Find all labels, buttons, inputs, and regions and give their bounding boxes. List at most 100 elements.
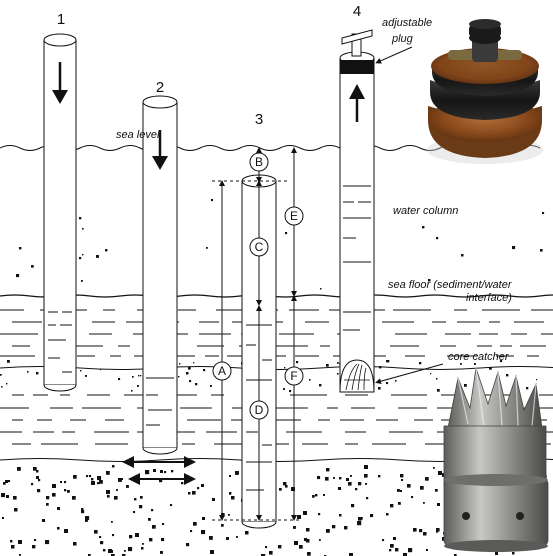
sediment-dot: [97, 476, 102, 481]
sediment-dot: [346, 478, 349, 481]
sediment-dot: [283, 482, 287, 486]
sediment-dot: [197, 487, 200, 490]
sea-floor-label-line2: interface): [466, 292, 512, 304]
sediment-dot: [96, 255, 99, 258]
sediment-dot: [293, 526, 296, 529]
sediment-dot: [202, 517, 205, 520]
sediment-dot: [122, 554, 126, 556]
sediment-dot: [236, 536, 238, 538]
sediment-dot: [38, 479, 41, 482]
sediment-dot: [188, 367, 191, 370]
sediment-dot: [312, 495, 315, 498]
sediment-dot: [333, 477, 335, 479]
sediment-dot: [221, 524, 224, 527]
sediment-dot: [32, 545, 34, 547]
sediment-dot: [27, 371, 29, 373]
plug-handle-icon: [341, 29, 373, 45]
sediment-dot: [386, 382, 389, 385]
stage-number-2: 2: [156, 79, 164, 96]
sediment-dot: [126, 485, 129, 488]
sediment-dot: [45, 540, 50, 545]
sediment-dot: [193, 522, 197, 526]
sediment-dot: [386, 360, 389, 363]
sediment-dot: [408, 548, 413, 553]
sediment-dot: [153, 469, 156, 472]
sediment-dot: [100, 541, 104, 545]
sediment-dot: [60, 481, 62, 483]
sediment-dot: [489, 367, 492, 370]
core-catcher-icon: [339, 359, 375, 393]
sediment-dot: [211, 199, 214, 202]
sediment-dot: [179, 363, 181, 365]
sediment-dot: [114, 496, 118, 500]
sediment-dot: [284, 367, 286, 369]
sediment-dot: [112, 465, 115, 468]
sediment-dot: [99, 480, 103, 484]
sediment-dot: [85, 516, 90, 521]
sediment-dot: [140, 496, 143, 499]
svg-text:E: E: [290, 209, 298, 223]
sediment-dot: [339, 514, 342, 517]
sediment-dot: [350, 475, 352, 477]
sediment-dot: [326, 468, 330, 472]
sediment-dot: [366, 497, 369, 500]
sediment-dot: [137, 385, 139, 387]
sediment-dot: [413, 528, 417, 532]
sediment-dot: [111, 521, 113, 523]
sediment-dot: [210, 385, 212, 387]
sediment-dot: [436, 237, 439, 240]
sediment-dot: [344, 526, 348, 530]
sediment-dot: [151, 509, 154, 512]
sediment-dot: [332, 525, 336, 529]
sediment-dot: [31, 483, 34, 486]
sediment-dot: [426, 549, 428, 551]
circled-label-c: C: [249, 237, 269, 257]
core-tube-3: [212, 174, 300, 529]
sediment-dot: [296, 361, 299, 364]
sediment-dot: [31, 265, 34, 268]
circled-label-d: D: [249, 400, 269, 420]
sediment-dot: [231, 496, 235, 500]
sediment-dot: [389, 549, 392, 552]
sediment-dot: [495, 552, 498, 555]
sediment-dot: [192, 491, 196, 495]
sediment-dot: [52, 493, 56, 497]
sediment-dot: [91, 481, 95, 485]
sediment-dot: [203, 369, 206, 372]
sediment-dot: [201, 484, 204, 487]
sediment-dot: [355, 488, 358, 491]
sediment-dot: [390, 504, 394, 508]
sediment-dot: [186, 372, 189, 375]
sediment-dot: [106, 471, 110, 475]
sediment-dot: [269, 551, 273, 555]
sediment-dot: [306, 539, 310, 543]
core-catcher-label: core catcher: [448, 351, 510, 363]
sediment-dot: [306, 528, 310, 532]
sediment-dot: [116, 489, 118, 491]
sediment-dot: [226, 537, 229, 540]
sediment-dot: [118, 378, 121, 381]
sediment-dot: [500, 360, 503, 363]
sediment-dot: [212, 498, 215, 501]
sediment-dot: [206, 247, 208, 249]
sediment-dot: [297, 515, 301, 519]
sediment-dot: [364, 474, 368, 478]
sediment-dot: [536, 379, 538, 381]
sediment-dot: [397, 489, 400, 492]
sea-level-label: sea level: [116, 129, 160, 141]
sediment-dot: [33, 467, 37, 471]
sediment-dot: [80, 370, 82, 372]
sediment-dot: [1, 386, 3, 388]
sediment-dot: [358, 517, 362, 521]
sediment-dot: [337, 373, 339, 375]
sediment-dot: [419, 529, 423, 533]
sediment-dot: [85, 375, 87, 377]
sediment-dot: [428, 279, 431, 282]
sediment-dot: [188, 492, 191, 495]
sediment-dot: [370, 514, 374, 518]
sediment-dot: [190, 530, 193, 533]
sea-floor-label-line1: sea floor (sediment/water: [388, 279, 513, 291]
sediment-dot: [195, 383, 198, 386]
sediment-dot: [121, 478, 123, 480]
